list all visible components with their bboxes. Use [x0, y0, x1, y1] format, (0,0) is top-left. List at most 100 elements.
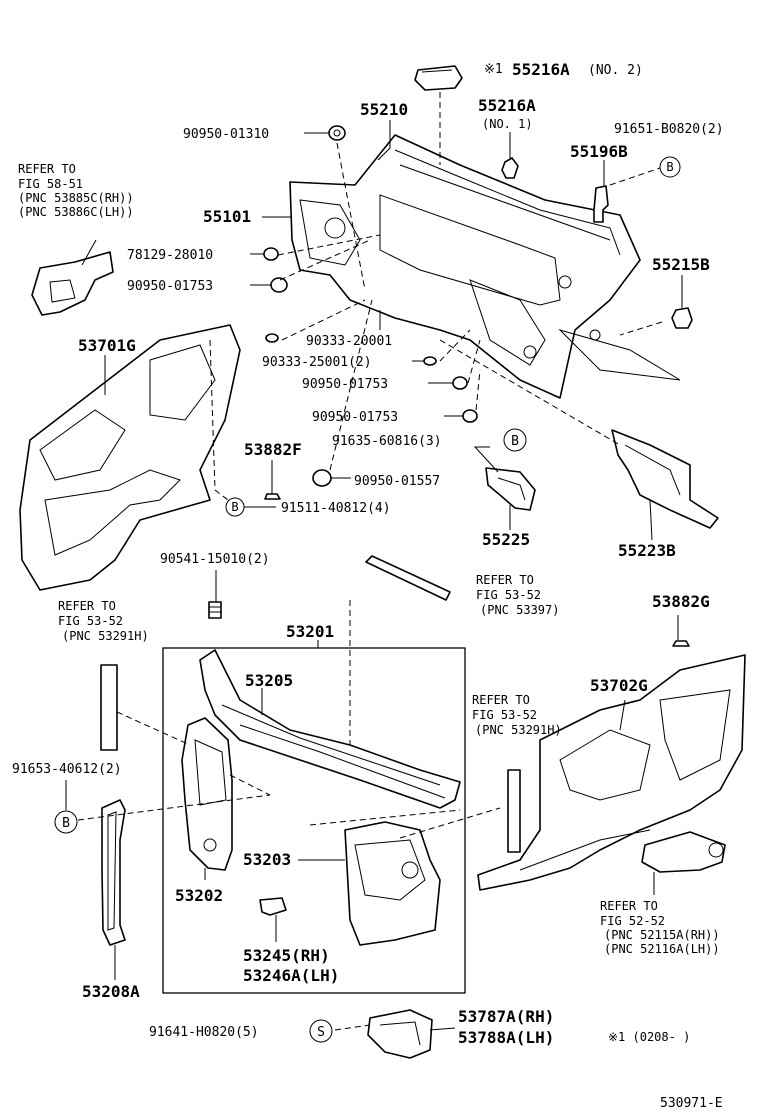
grommet-90950-01753c[interactable]: [462, 409, 478, 423]
pad-55216a-no2[interactable]: [414, 65, 463, 91]
upper-support-53205[interactable]: [199, 649, 461, 809]
bracket-53245-53246a[interactable]: [259, 897, 287, 916]
plug-53882g[interactable]: [672, 640, 690, 647]
label-53787a: 53787A(RH): [458, 1007, 554, 1026]
label-53882g: 53882G: [652, 592, 710, 611]
pillar-53208a[interactable]: [101, 799, 126, 946]
label-55215b: 55215B: [652, 255, 710, 274]
label-55223b: 55223B: [618, 541, 676, 560]
label-refL-3: (PNC 53291H): [62, 629, 149, 643]
label-91653: 91653-40612(2): [12, 762, 122, 777]
part-ref-52-52[interactable]: [641, 831, 726, 873]
plug-53882f[interactable]: [264, 493, 281, 500]
label-90950-01753a: 90950-01753: [127, 279, 213, 294]
label-ref58-2: FIG 58-51: [18, 177, 83, 191]
label-78129: 78129-28010: [127, 248, 213, 263]
label-55216a-no2: 55216A: [512, 60, 570, 79]
label-53701g: 53701G: [78, 336, 136, 355]
marker-b-pillar: B: [54, 810, 78, 834]
label-55210: 55210: [360, 100, 408, 119]
relation-lines: [77, 92, 663, 1031]
label-91651: 91651-B0820(2): [614, 122, 724, 137]
label-90950-01753b: 90950-01753: [302, 377, 388, 392]
pad-55215b[interactable]: [671, 307, 693, 329]
marker-b-bracket: B: [503, 428, 527, 452]
label-refR-1: REFER TO: [472, 693, 530, 707]
svg-text:B: B: [62, 816, 70, 831]
leader-lines: [65, 120, 683, 1031]
plug-90333-25001[interactable]: [423, 356, 437, 366]
svg-text:B: B: [231, 500, 238, 514]
svg-text:S: S: [317, 1025, 325, 1040]
grommet-90950-01753b[interactable]: [452, 376, 468, 390]
svg-text:B: B: [666, 160, 673, 174]
bracket-ref-58-51[interactable]: [31, 251, 114, 316]
label-53246a: 53246A(LH): [243, 966, 339, 985]
marker-b-apron: B: [225, 497, 245, 517]
clip-78129-28010[interactable]: [263, 247, 279, 261]
bracket-53787a-53788a[interactable]: [367, 1009, 433, 1059]
label-ref53397-2: FIG 53-52: [476, 588, 541, 602]
label-91635: 91635-60816(3): [332, 434, 442, 449]
label-ref53397-3: (PNC 53397): [480, 603, 559, 617]
label-53201: 53201: [286, 622, 334, 641]
label-55216a-no2-mark: ※1: [484, 62, 503, 77]
apron-53702g[interactable]: [477, 654, 746, 891]
radiator-support-group-box: [162, 647, 466, 994]
labels: ※1 55216A (NO. 2) 55210 55216A (NO. 1) 9…: [12, 60, 724, 1111]
label-55225: 55225: [482, 530, 530, 549]
bracket-55223b[interactable]: [611, 429, 719, 529]
bracket-55225[interactable]: [485, 467, 536, 511]
seal-strip-53397[interactable]: [365, 555, 451, 601]
label-footnote: ※1 (0208- ): [608, 1030, 690, 1044]
clip-90541-15010[interactable]: [208, 601, 222, 619]
label-55216a-no2-note: (NO. 2): [588, 63, 643, 78]
label-refL-2: FIG 53-52: [58, 614, 123, 628]
label-55216a-note: (NO. 1): [482, 117, 533, 131]
label-90950-01557: 90950-01557: [354, 474, 440, 489]
apron-53701g[interactable]: [19, 324, 241, 591]
label-53788a: 53788A(LH): [458, 1028, 554, 1047]
grommet-90950-01557[interactable]: [312, 469, 332, 487]
label-ref58-1: REFER TO: [18, 162, 76, 176]
label-53882f: 53882F: [244, 440, 302, 459]
label-53205: 53205: [245, 671, 293, 690]
label-90950-01310: 90950-01310: [183, 127, 269, 142]
svg-text:B: B: [511, 434, 519, 449]
grommet-90950-01310[interactable]: [328, 125, 346, 141]
seal-strip-left-53291h[interactable]: [100, 664, 118, 751]
label-53202: 53202: [175, 886, 223, 905]
bracket-55196b[interactable]: [593, 185, 609, 223]
label-55216a: 55216A: [478, 96, 536, 115]
label-91641: 91641-H0820(5): [149, 1025, 259, 1040]
label-ref52-2: FIG 52-52: [600, 914, 665, 928]
label-ref53397-1: REFER TO: [476, 573, 534, 587]
plug-55216a-no1[interactable]: [501, 157, 519, 179]
label-53208a: 53208A: [82, 982, 140, 1001]
label-figure-id: 530971-E: [660, 1096, 723, 1111]
label-refL-1: REFER TO: [58, 599, 116, 613]
marker-b-top-right: B: [659, 156, 681, 178]
label-90333-25001: 90333-25001(2): [262, 355, 372, 370]
label-55101: 55101: [203, 207, 251, 226]
label-53245: 53245(RH): [243, 946, 330, 965]
label-90541: 90541-15010(2): [160, 552, 270, 567]
label-refR-3: (PNC 53291H): [475, 723, 562, 737]
seal-strip-right-53291h[interactable]: [507, 769, 521, 853]
label-ref52-3: (PNC 52115A(RH)): [604, 928, 720, 942]
label-90950-01753c: 90950-01753: [312, 410, 398, 425]
label-ref52-1: REFER TO: [600, 899, 658, 913]
marker-s: S: [309, 1019, 333, 1043]
label-ref52-4: (PNC 52116A(LH)): [604, 942, 720, 956]
grommet-90950-01753a[interactable]: [270, 277, 288, 293]
label-ref58-3: (PNC 53885C(RH)): [18, 191, 134, 205]
label-55196b: 55196B: [570, 142, 628, 161]
side-support-53202[interactable]: [181, 717, 233, 871]
label-refR-2: FIG 53-52: [472, 708, 537, 722]
plug-90333-20001[interactable]: [265, 333, 279, 343]
dash-panel-55101[interactable]: [289, 134, 681, 399]
side-support-53203[interactable]: [344, 821, 441, 946]
label-53203: 53203: [243, 850, 291, 869]
